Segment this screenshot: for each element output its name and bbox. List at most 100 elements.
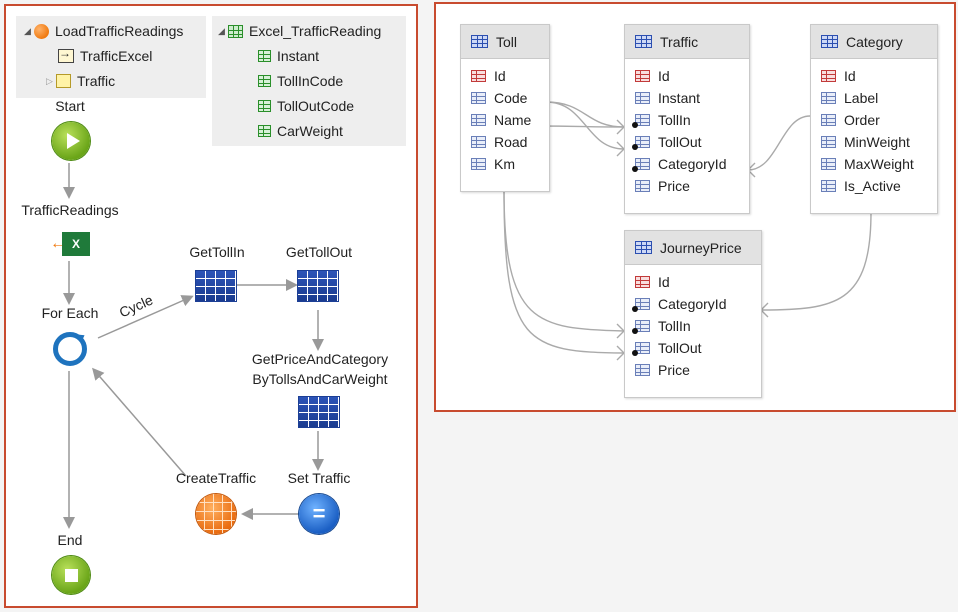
attribute-icon (821, 92, 836, 104)
attribute-label: Id (844, 68, 856, 84)
attribute-row[interactable]: Code (461, 87, 549, 109)
action-local-item[interactable]: ▷ Traffic (46, 70, 115, 92)
attribute-row[interactable]: Id (461, 65, 549, 87)
attribute-label: Order (844, 112, 880, 128)
attribute-row[interactable]: MaxWeight (811, 153, 937, 175)
attribute-row[interactable]: Label (811, 87, 937, 109)
set-traffic-label: Set Traffic (287, 470, 351, 486)
structure-field[interactable]: TollInCode (258, 70, 343, 92)
attribute-list: Id Label Order MinWeight MaxWeight Is_Ac… (811, 59, 937, 197)
attribute-label: Road (494, 134, 528, 150)
attribute-row[interactable]: TollIn (625, 315, 761, 337)
attribute-row[interactable]: TollIn (625, 109, 749, 131)
excel-label: TrafficReadings (21, 202, 119, 218)
attribute-row[interactable]: Instant (625, 87, 749, 109)
entity-header[interactable]: Category (811, 25, 937, 59)
attribute-row[interactable]: Id (625, 65, 749, 87)
reference-attribute-icon (632, 298, 650, 312)
attribute-icon (258, 50, 271, 62)
relation-toll-traffic-tollin (545, 101, 625, 128)
set-traffic-assign[interactable]: = (299, 494, 339, 534)
attribute-label: CategoryId (658, 296, 727, 312)
attribute-list: Id CategoryId TollIn TollOut Price (625, 265, 761, 381)
get-toll-out-aggregate[interactable] (297, 270, 339, 302)
entity-diagram-panel: Toll Id Code Name Road Km Traffic Id Ins… (434, 2, 956, 412)
entity-header[interactable]: Toll (461, 25, 549, 59)
local-variable-icon (56, 74, 71, 88)
collapsed-triangle-icon[interactable]: ▷ (46, 75, 53, 86)
reference-attribute-icon (632, 114, 650, 128)
entity-traffic[interactable]: Traffic Id Instant TollIn TollOut Catego… (624, 24, 750, 214)
attribute-row[interactable]: Name (461, 109, 549, 131)
server-action-icon (34, 23, 49, 39)
end-label: End (57, 532, 83, 548)
identifier-icon (635, 276, 650, 288)
structure-field-label: TollInCode (277, 73, 344, 89)
attribute-row[interactable]: CategoryId (625, 293, 761, 315)
attribute-label: Id (658, 68, 670, 84)
attribute-row[interactable]: TollOut (625, 131, 749, 153)
action-tree-root[interactable]: ◢ LoadTrafficReadings (24, 20, 183, 42)
reference-attribute-icon (632, 158, 650, 172)
excel-icon: X (62, 232, 90, 256)
attribute-icon (635, 180, 650, 192)
input-parameter-icon (58, 46, 74, 63)
get-toll-in-aggregate[interactable] (195, 270, 237, 302)
start-label: Start (55, 98, 85, 114)
attribute-row[interactable]: Is_Active (811, 175, 937, 197)
foreach-node[interactable] (53, 332, 87, 366)
input-parameter-label: TrafficExcel (80, 48, 153, 64)
relation-toll-journey-tollin (503, 189, 625, 332)
attribute-icon (258, 75, 271, 87)
structure-tree-root[interactable]: ◢ Excel_TrafficReading (218, 20, 381, 42)
attribute-label: Label (844, 90, 879, 106)
entity-category[interactable]: Category Id Label Order MinWeight MaxWei… (810, 24, 938, 214)
excel-to-records-node[interactable]: ← X (50, 230, 90, 258)
get-price-aggregate[interactable] (298, 396, 340, 428)
entity-header[interactable]: Traffic (625, 25, 749, 59)
flow-connectors (63, 163, 324, 529)
attribute-row[interactable]: Road (461, 131, 549, 153)
attribute-list: Id Instant TollIn TollOut CategoryId Pri… (625, 59, 749, 197)
attribute-label: Id (494, 68, 506, 84)
end-node[interactable] (52, 556, 90, 594)
structure-field[interactable]: Instant (258, 45, 319, 67)
create-traffic-node[interactable] (196, 494, 236, 534)
reference-attribute-icon (632, 342, 650, 356)
attribute-label: Id (658, 274, 670, 290)
entity-toll[interactable]: Toll Id Code Name Road Km (460, 24, 550, 192)
structure-field[interactable]: CarWeight (258, 120, 343, 142)
expanded-triangle-icon[interactable]: ◢ (218, 25, 225, 36)
start-node[interactable] (52, 122, 90, 160)
action-tree: ◢ LoadTrafficReadings TrafficExcel ▷ Tra… (16, 16, 206, 98)
expanded-triangle-icon[interactable]: ◢ (24, 25, 31, 36)
local-variable-label: Traffic (77, 73, 116, 89)
attribute-row[interactable]: Id (625, 271, 761, 293)
action-input-item[interactable]: TrafficExcel (58, 45, 152, 67)
attribute-row[interactable]: MinWeight (811, 131, 937, 153)
attribute-label: MaxWeight (844, 156, 914, 172)
attribute-row[interactable]: Id (811, 65, 937, 87)
attribute-row[interactable]: CategoryId (625, 153, 749, 175)
entity-header[interactable]: JourneyPrice (625, 231, 761, 265)
structure-field[interactable]: TollOutCode (258, 95, 354, 117)
attribute-row[interactable]: Order (811, 109, 937, 131)
relation-category-journey (760, 211, 872, 311)
identifier-icon (635, 70, 650, 82)
attribute-label: MinWeight (844, 134, 910, 150)
entity-name: JourneyPrice (660, 239, 742, 256)
attribute-icon (635, 92, 650, 104)
entity-icon (635, 35, 652, 48)
reference-attribute-icon (632, 320, 650, 334)
attribute-row[interactable]: Km (461, 153, 549, 175)
attribute-row[interactable]: TollOut (625, 337, 761, 359)
attribute-label: TollIn (658, 318, 691, 334)
structure-field-label: Instant (277, 48, 320, 64)
entity-journeyprice[interactable]: JourneyPrice Id CategoryId TollIn TollOu… (624, 230, 762, 398)
attribute-label: Name (494, 112, 532, 128)
attribute-row[interactable]: Price (625, 359, 761, 381)
attribute-icon (821, 180, 836, 192)
attribute-row[interactable]: Price (625, 175, 749, 197)
create-traffic-label: CreateTraffic (175, 470, 257, 486)
relation-category-traffic (747, 115, 811, 171)
